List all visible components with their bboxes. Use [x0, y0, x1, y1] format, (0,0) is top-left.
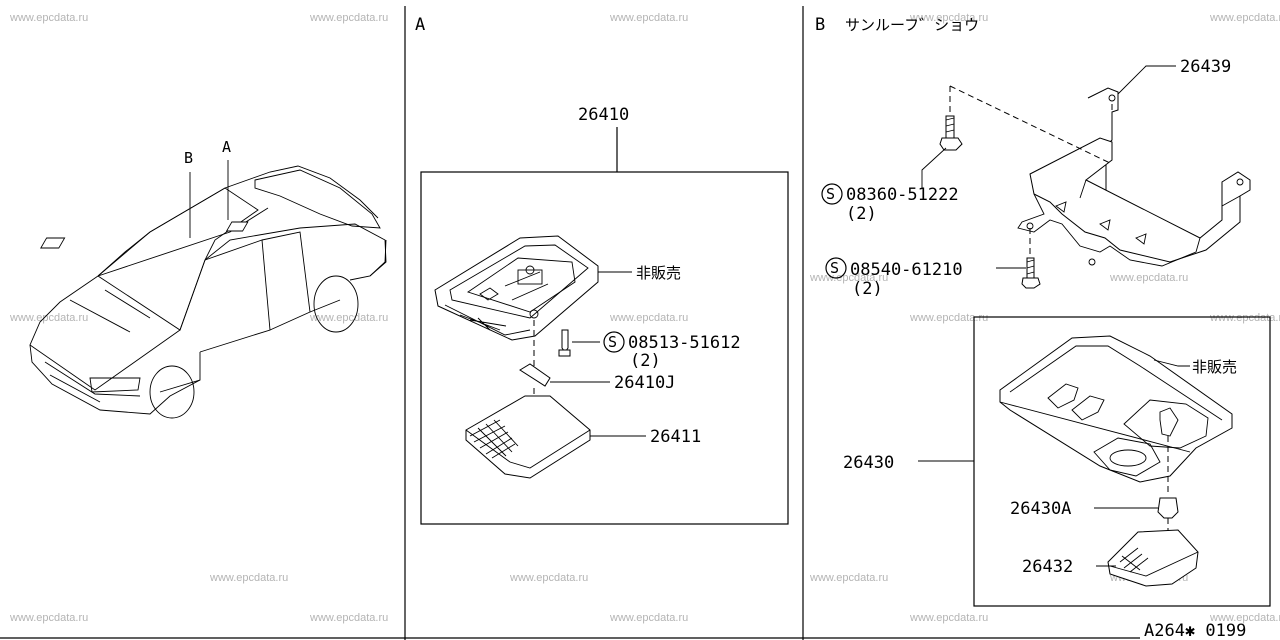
marker-b-box	[40, 237, 66, 249]
section-a-label: A	[415, 15, 425, 35]
watermarks: www.epcdata.ru www.epcdata.ru www.epcdat…	[9, 12, 1280, 624]
watermark: www.epcdata.ru	[909, 612, 988, 624]
bulb-26410j	[519, 363, 551, 387]
watermark: www.epcdata.ru	[1209, 612, 1280, 624]
lens-26432	[1107, 529, 1199, 587]
screw-part-number: 08513-51612	[628, 333, 741, 353]
part-26430-label: 26430	[843, 453, 894, 473]
watermark: www.epcdata.ru	[909, 12, 988, 24]
bulb-26430a	[1157, 497, 1179, 519]
not-sold-label-b: 非販売	[1192, 358, 1237, 376]
part-26430a-label: 26430A	[1010, 499, 1071, 519]
watermark: www.epcdata.ru	[309, 612, 388, 624]
standard-part-s: S	[608, 333, 617, 351]
standard-part-s: S	[830, 259, 839, 277]
lens-26411	[465, 395, 591, 479]
watermark: www.epcdata.ru	[809, 572, 888, 584]
car-marker-b: B	[184, 149, 193, 167]
leader-line	[1153, 359, 1190, 367]
section-b-label: B	[815, 15, 825, 35]
standard-part-symbol	[825, 257, 847, 279]
map-lamp-housing	[434, 235, 599, 341]
watermark: www.epcdata.ru	[609, 312, 688, 324]
watermark: www.epcdata.ru	[309, 312, 388, 324]
section-b-title: サンルーフ゛ショウ	[845, 16, 979, 34]
leader-line	[1117, 65, 1176, 95]
screw-head	[558, 349, 571, 357]
diagram-code: A264✱ 0199	[1144, 621, 1246, 640]
watermark: www.epcdata.ru	[9, 312, 88, 324]
watermark: www.epcdata.ru	[9, 612, 88, 624]
watermark: www.epcdata.ru	[209, 572, 288, 584]
bolt2-quantity: (2)	[852, 279, 883, 299]
watermark: www.epcdata.ru	[1209, 312, 1280, 324]
part-26410j-label: 26410J	[614, 373, 675, 393]
part-26439-label: 26439	[1180, 57, 1231, 77]
bracket-26439	[1017, 87, 1251, 267]
bolt1-quantity: (2)	[846, 204, 877, 224]
standard-part-s: S	[826, 185, 835, 203]
screw-08513	[561, 329, 569, 353]
leader-line	[921, 147, 947, 188]
bolt-08540	[1021, 257, 1041, 289]
part-26410-label: 26410	[578, 105, 629, 125]
car-marker-a: A	[222, 138, 231, 156]
car-illustration	[29, 160, 387, 419]
part-26411-label: 26411	[650, 427, 701, 447]
screw-quantity: (2)	[630, 351, 661, 371]
part-26432-label: 26432	[1022, 557, 1073, 577]
watermark: www.epcdata.ru	[609, 12, 688, 24]
watermark: www.epcdata.ru	[1109, 272, 1188, 284]
watermark: www.epcdata.ru	[609, 612, 688, 624]
assembly-box-26430	[973, 316, 1271, 607]
console-26430	[999, 335, 1233, 483]
watermark: www.epcdata.ru	[1209, 12, 1280, 24]
bolt-08360	[939, 115, 963, 151]
assembly-box-26410	[420, 171, 789, 525]
watermark: www.epcdata.ru	[909, 312, 988, 324]
standard-part-symbol	[821, 183, 843, 205]
bolt1-part-number: 08360-51222	[846, 185, 959, 205]
standard-part-symbol	[603, 331, 625, 353]
watermark: www.epcdata.ru	[309, 12, 388, 24]
assembly-line	[949, 85, 1113, 165]
bolt2-part-number: 08540-61210	[850, 260, 963, 280]
marker-a-box	[225, 221, 249, 232]
watermark: www.epcdata.ru	[509, 572, 588, 584]
watermark: www.epcdata.ru	[9, 12, 88, 24]
not-sold-label-a: 非販売	[636, 264, 681, 282]
